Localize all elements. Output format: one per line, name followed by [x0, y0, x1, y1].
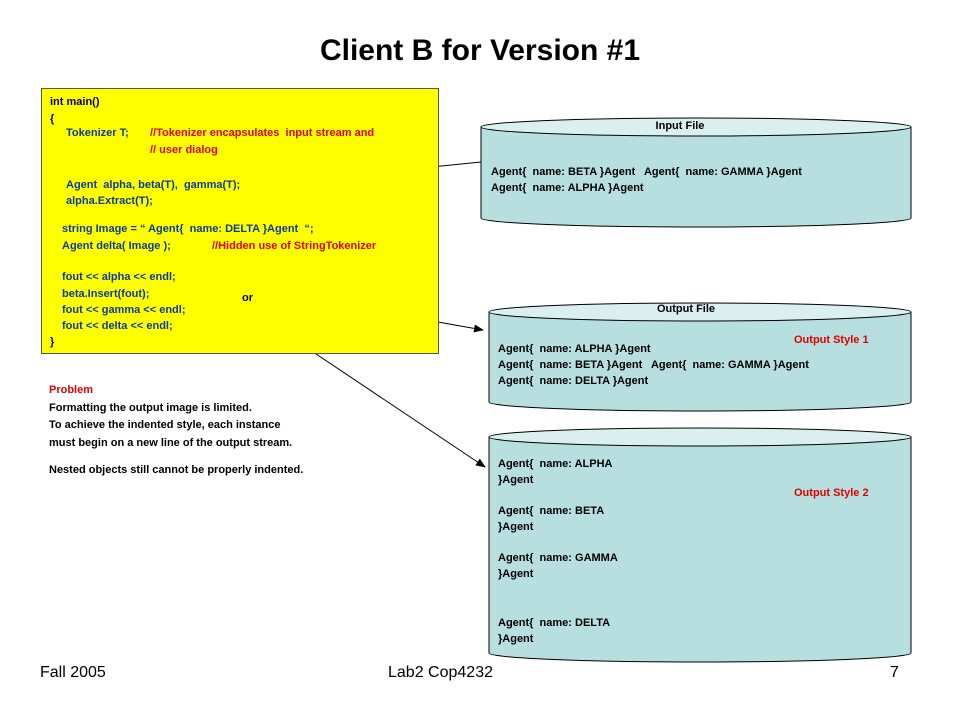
code-fout-gamma: fout << gamma << endl; — [62, 304, 186, 316]
code-tokenizer-comment2: // user dialog — [150, 144, 218, 156]
style2-gamma-close: }Agent — [498, 568, 534, 580]
footer-course: Lab2 Cop4232 — [388, 664, 493, 681]
style2-delta-close: }Agent — [498, 633, 534, 645]
input-file-cylinder — [480, 117, 912, 228]
input-file-label: Input File — [655, 120, 705, 132]
or-label: or — [242, 292, 253, 304]
code-fout-delta: fout << delta << endl; — [62, 320, 173, 332]
code-tokenizer-comment: //Tokenizer encapsulates input stream an… — [150, 127, 375, 139]
style2-delta-open: Agent{ name: DELTA — [498, 617, 611, 629]
style2-beta-open: Agent{ name: BETA — [498, 505, 605, 517]
output-style2-cylinder — [488, 427, 912, 663]
code-line-open: { — [50, 113, 55, 125]
problem-note: Problem Formatting the output image is l… — [49, 382, 409, 480]
footer-page-number: 7 — [890, 664, 899, 681]
code-fout-alpha: fout << alpha << endl; — [62, 271, 176, 283]
code-delta-decl: Agent delta( Image ); — [62, 240, 171, 252]
code-line-main: int main() — [50, 96, 100, 108]
output-style2-label: Output Style 2 — [794, 487, 869, 499]
code-insert-call: beta.Insert(fout); — [62, 288, 150, 300]
code-extract-call: alpha.Extract(T); — [66, 195, 153, 207]
problem-line-3: must begin on a new line of the output s… — [49, 436, 293, 449]
problem-line-1: Formatting the output image is limited. — [49, 401, 252, 414]
code-box: int main() { Tokenizer T; //Tokenizer en… — [41, 88, 439, 354]
problem-line-4: Nested objects still cannot be properly … — [49, 464, 304, 476]
input-file-line-2: Agent{ name: ALPHA }Agent — [491, 182, 644, 194]
problem-line-2: To achieve the indented style, each inst… — [49, 419, 281, 431]
code-tokenizer-decl: Tokenizer T; — [66, 127, 129, 139]
style2-gamma-open: Agent{ name: GAMMA — [498, 552, 618, 564]
footer-date: Fall 2005 — [40, 664, 106, 681]
problem-heading: Problem — [49, 384, 94, 396]
slide-title: Client B for Version #1 — [319, 34, 641, 67]
output-file-line-3: Agent{ name: DELTA }Agent — [498, 375, 649, 387]
code-delta-comment: //Hidden use of StringTokenizer — [212, 240, 377, 252]
input-file-line-1: Agent{ name: BETA }Agent Agent{ name: GA… — [491, 166, 802, 178]
code-agents-decl: Agent alpha, beta(T), gamma(T); — [66, 179, 241, 191]
style2-alpha-open: Agent{ name: ALPHA — [498, 458, 613, 470]
style2-alpha-close: }Agent — [498, 474, 534, 486]
output-file-line-2: Agent{ name: BETA }Agent Agent{ name: GA… — [498, 359, 809, 371]
output-file-label: Output File — [656, 303, 716, 315]
code-line-close: } — [50, 336, 55, 348]
output-file-line-1: Agent{ name: ALPHA }Agent — [498, 343, 651, 355]
code-string-decl: string Image = “ Agent{ name: DELTA }Age… — [62, 223, 314, 235]
output-style1-label: Output Style 1 — [794, 334, 869, 346]
style2-beta-close: }Agent — [498, 521, 534, 533]
output-file-cylinder — [488, 302, 912, 412]
